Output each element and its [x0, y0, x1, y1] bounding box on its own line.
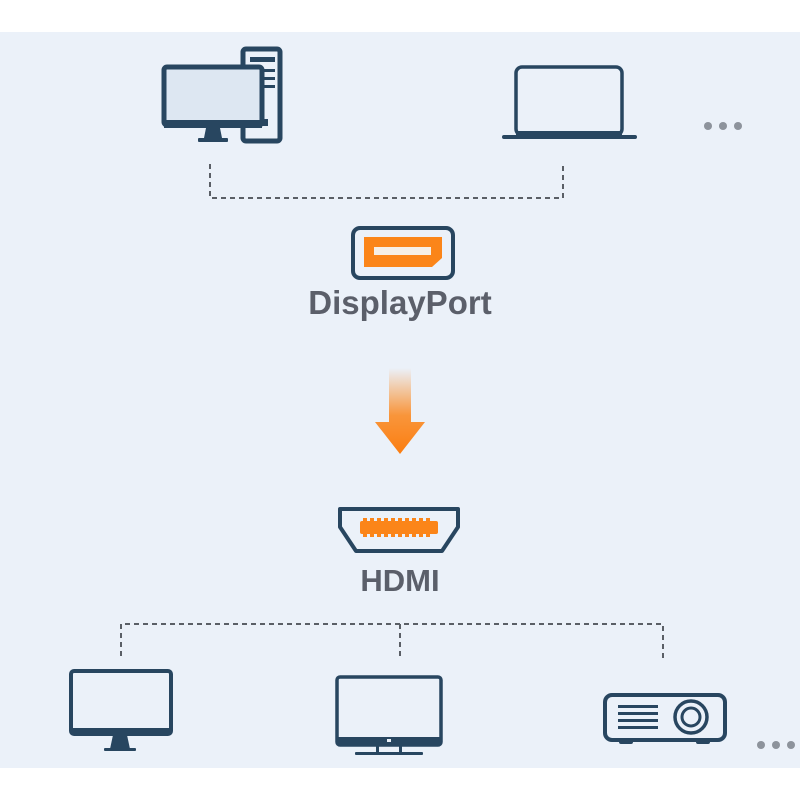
dot [787, 741, 795, 749]
dot [734, 122, 742, 130]
tv-icon [334, 674, 444, 758]
dot [772, 741, 780, 749]
source-connector-lines [205, 162, 570, 202]
dot [757, 741, 765, 749]
displayport-label: DisplayPort [308, 284, 492, 321]
hdmi-connector-icon [336, 505, 462, 557]
desktop-computer-icon [160, 46, 285, 146]
dot [704, 122, 712, 130]
monitor-icon [68, 668, 174, 754]
arrow-down-icon [372, 368, 428, 458]
laptop-icon [500, 64, 640, 140]
more-sources-indicator [704, 122, 742, 130]
hdmi-label: HDMI [360, 563, 440, 598]
destination-connector-lines [115, 620, 675, 660]
displayport-connector-icon [350, 225, 456, 281]
projector-icon [602, 692, 728, 748]
more-destinations-indicator [757, 741, 795, 749]
dot [719, 122, 727, 130]
